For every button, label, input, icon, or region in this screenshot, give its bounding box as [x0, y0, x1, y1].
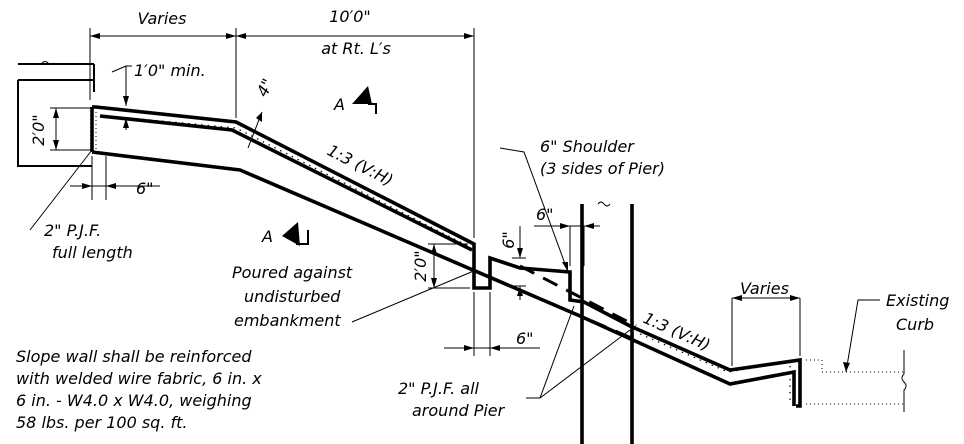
pier	[580, 201, 634, 444]
shoulder-label-line2: (3 sides of Pier)	[540, 159, 665, 178]
varies-right-label: Varies	[740, 279, 789, 298]
six-inch-shoulder-vertical-label: 6"	[499, 231, 518, 249]
existing-curb-line2: Curb	[896, 315, 934, 334]
pjf-pier-line2: around Pier	[412, 401, 506, 420]
six-inch-left-label: 6"	[136, 179, 154, 198]
dimension-lines	[50, 28, 801, 366]
at-right-angles-label: at Rt. L′s	[321, 39, 391, 58]
varies-top-label: Varies	[138, 9, 187, 28]
existing-curb	[806, 350, 907, 412]
pjf-full-length-line1: 2" P.J.F.	[44, 221, 101, 240]
slope-wall-slab	[90, 105, 802, 408]
note-line2: with welded wire fabric, 6 in. x	[16, 369, 262, 388]
ten-ft-label: 10′0"	[329, 7, 371, 26]
one-ft-min-label: 1′0" min.	[134, 61, 206, 80]
six-inch-shoulder-horizontal-label: 6"	[536, 205, 554, 224]
section-a-top-label: A	[333, 95, 345, 114]
poured-against-line3: embankment	[234, 311, 341, 330]
section-marker-top	[352, 86, 377, 114]
pjf-pier-line1: 2" P.J.F. all	[398, 379, 480, 398]
note-line1: Slope wall shall be reinforced	[16, 347, 252, 366]
section-marker-bottom	[282, 222, 309, 246]
shoulder-label-line1: 6" Shoulder	[540, 137, 635, 156]
poured-against-line2: undisturbed	[244, 287, 341, 306]
four-inch-label: 4"	[253, 76, 278, 100]
poured-against-line1: Poured against	[232, 263, 353, 282]
note-line3: 6 in. - W4.0 x W4.0, weighing	[16, 391, 252, 410]
pjf-full-length-line2: full length	[52, 243, 133, 262]
two-ft-mid-label: 2′0"	[411, 250, 430, 281]
six-inch-mid-label: 6"	[516, 329, 534, 348]
leader-lines	[29, 65, 880, 399]
existing-wall-block	[17, 61, 95, 167]
note-line4: 58 lbs. per 100 sq. ft.	[16, 413, 188, 432]
two-ft-left-label: 2′0"	[29, 114, 48, 145]
existing-curb-line1: Existing	[886, 291, 949, 310]
section-a-bottom-label: A	[261, 227, 273, 246]
